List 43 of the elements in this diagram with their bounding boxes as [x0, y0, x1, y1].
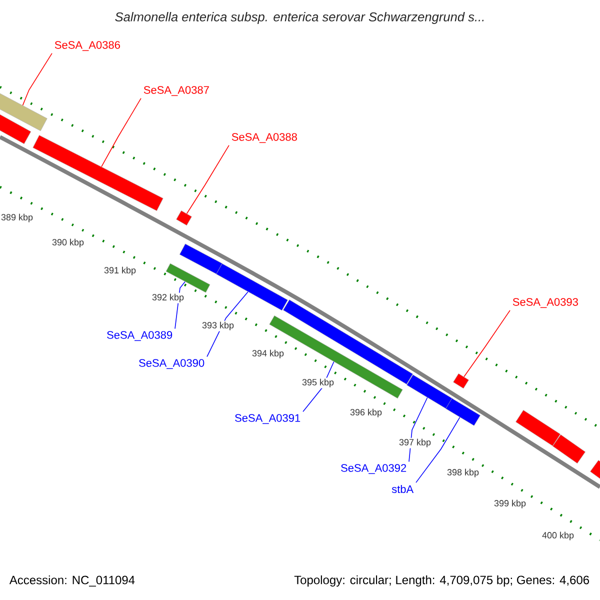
gene-block — [516, 410, 560, 446]
gene-block — [406, 374, 454, 410]
gene-label: SeSA_A0386 — [54, 41, 120, 51]
gene-block — [0, 92, 48, 132]
genome-info-text: Topology: circular; Length: 4,709,075 bp; Genes: 4,606 — [294, 575, 590, 587]
gene-label: SeSA_A0392 — [341, 464, 406, 474]
scale-label: 394 kbp — [251, 348, 286, 360]
leader-line — [22, 52, 52, 106]
scale-label: 396 kbp — [349, 408, 384, 418]
gene-label: SeSA_A0390 — [139, 359, 204, 369]
leader-line — [186, 144, 230, 214]
gene-label: stbA — [392, 484, 414, 494]
leader-line — [101, 98, 142, 168]
gene-block — [453, 373, 469, 389]
accession-text: Accession: NC_011094 — [9, 575, 135, 587]
title: Salmonella enterica subsp. enterica serovar Schwarzengrund s... — [115, 12, 484, 24]
scale-label: 393 kbp — [200, 320, 236, 332]
gene-label: SeSA_A0393 — [512, 298, 578, 308]
leader-line — [416, 416, 460, 483]
gene-block — [176, 210, 192, 226]
scale-label: 398 kbp — [446, 468, 480, 478]
gene-block — [446, 398, 480, 426]
gene-block — [0, 112, 32, 144]
gene-block — [590, 460, 600, 480]
scale-label: 390 kbp — [50, 238, 86, 248]
scale-label: 389 kbp — [0, 212, 34, 224]
leader-line — [464, 310, 510, 378]
gene-label: SeSA_A0387 — [144, 86, 209, 96]
gene-block — [32, 135, 164, 211]
gene-block — [166, 263, 210, 293]
gene-label: SeSA_A0389 — [107, 331, 172, 341]
gene-label: SeSA_A0391 — [235, 414, 300, 424]
scale-label: 397 kbp — [398, 438, 432, 448]
scale-label: 399 kbp — [493, 498, 528, 510]
scale-label: 391 kbp — [102, 266, 137, 276]
scale-label: 395 kbp — [301, 378, 336, 388]
scale-label: 392 kbp — [150, 292, 186, 304]
gene-block — [216, 263, 288, 311]
gene-label: SeSA_A0388 — [232, 133, 297, 143]
scale-label: 400 kbp — [541, 530, 576, 542]
gene-block — [269, 315, 403, 399]
gene-block — [552, 434, 586, 464]
gene-block — [179, 244, 223, 274]
